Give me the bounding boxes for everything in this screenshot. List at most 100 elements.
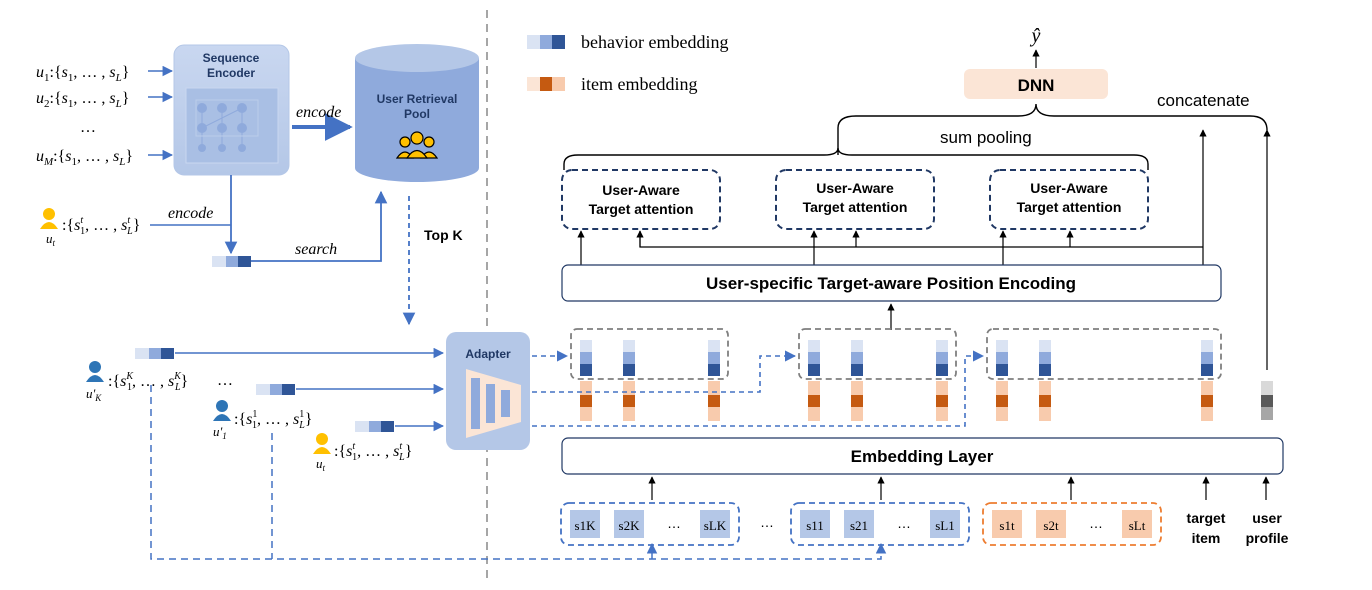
embedding-column [936, 340, 948, 421]
embedding-layer-inputs [648, 476, 1270, 500]
encoder-label-1: Sequence [203, 51, 260, 65]
retrieved-ellipsis: … [217, 372, 233, 389]
token-cell [700, 510, 730, 538]
encoder-label-2: Encoder [207, 66, 255, 80]
token-cell [930, 510, 960, 538]
adapter-to-group2 [532, 350, 797, 393]
target-user-name: ut [46, 231, 56, 248]
concatenate-brace [837, 103, 1268, 155]
group-ellipsis: … [760, 514, 774, 530]
user-seq-ellipsis: … [80, 119, 96, 136]
attention-2-line1: User-Aware [816, 180, 894, 196]
retrieved-user-k-name: u'K [86, 386, 102, 403]
token-cell [992, 510, 1022, 538]
user-icon [40, 208, 58, 229]
pool-label-2: Pool [404, 107, 430, 121]
attention-block-2: User-Aware Target attention [775, 169, 935, 230]
token-cell [614, 510, 644, 538]
user-sequence-list: u1:{s1, … , sL} u2:{s1, … , sL} … uM:{s1… [36, 64, 133, 168]
token-label: s2K [619, 518, 641, 533]
token-cell [844, 510, 874, 538]
sequence-group-2: s11 s21 … sL1 [790, 502, 970, 546]
embedding-group-box-3 [986, 328, 1222, 380]
attention-2-line2: Target attention [803, 199, 908, 215]
search-label: search [295, 241, 337, 258]
user-retrieval-pool: User Retrieval Pool [355, 44, 479, 182]
token-cell [570, 510, 600, 538]
embedding-column [1039, 340, 1051, 421]
token-label: s1t [999, 518, 1015, 533]
embedding-column [708, 340, 720, 421]
attention-block-1: User-Aware Target attention [561, 169, 721, 230]
user-profile-label-2: profile [1246, 530, 1289, 546]
legend: behavior embedding item embedding [527, 32, 728, 94]
embedding-layer-block [561, 437, 1284, 475]
token-label: sL1 [935, 518, 955, 533]
position-encoding-label: User-specific Target-aware Position Enco… [706, 274, 1076, 293]
user-icon [313, 433, 331, 454]
sequence-encoder: Sequence Encoder [173, 44, 290, 176]
user-seq-1: u1:{s1, … , sL} [36, 64, 129, 84]
dnn-block [964, 69, 1108, 99]
user-profile-label-1: user [1252, 510, 1282, 526]
user-seq-2: u2:{s1, … , sL} [36, 90, 129, 110]
retrieved-user-1-name: u'1 [213, 424, 227, 441]
embedding-column [623, 340, 635, 421]
legend-item-label: item embedding [581, 74, 697, 94]
token-label: s1K [575, 518, 597, 533]
token-label: s11 [806, 518, 824, 533]
sum-pooling-brace [563, 147, 1149, 170]
embedding-column [580, 340, 592, 421]
dnn-label: DNN [1018, 76, 1055, 95]
embedding-column [1201, 340, 1213, 421]
attention-3-line2: Target attention [1017, 199, 1122, 215]
retrieved-user-t-name: ut [316, 456, 326, 473]
user-icon [213, 400, 231, 421]
token-ellipsis: … [1089, 515, 1103, 531]
token-label: s21 [850, 518, 868, 533]
user-profile-embedding [1261, 381, 1273, 420]
concatenate-label: concatenate [1157, 91, 1250, 110]
group-users-icon [395, 131, 439, 159]
attention-inputs [577, 129, 1271, 370]
position-encoding-block [561, 264, 1222, 302]
loop-user-k-line [150, 385, 887, 560]
attention-1-line1: User-Aware [602, 182, 680, 198]
attention-3-line1: User-Aware [1030, 180, 1108, 196]
token-label: sLK [704, 518, 727, 533]
token-label: s2t [1043, 518, 1059, 533]
token-ellipsis: … [897, 515, 911, 531]
attention-1-line2: Target attention [589, 201, 694, 217]
sequence-group-1: s1K s2K … sLK [560, 502, 740, 546]
output-label: ŷ [1030, 25, 1041, 47]
attention-block-3: User-Aware Target attention [989, 169, 1149, 230]
legend-behavior-swatch [527, 35, 565, 49]
encode-label-2: encode [168, 205, 213, 222]
encode-label: encode [296, 104, 341, 121]
embedding-group-box-2 [798, 328, 957, 380]
pool-label-1: User Retrieval [377, 92, 458, 106]
token-ellipsis: … [667, 515, 681, 531]
search-arrow [251, 190, 388, 262]
legend-behavior-label: behavior embedding [581, 32, 728, 52]
neural-net-icon [195, 99, 259, 152]
embedding-layer-label: Embedding Layer [851, 447, 994, 466]
query-embedding [212, 256, 251, 267]
legend-item-swatch [527, 77, 565, 91]
sum-pooling-label: sum pooling [940, 128, 1032, 147]
token-cell [800, 510, 830, 538]
embedding-column [996, 340, 1008, 421]
adapter-to-group3 [532, 350, 985, 427]
target-item-label-1: target [1187, 510, 1226, 526]
token-cell [1122, 510, 1152, 538]
